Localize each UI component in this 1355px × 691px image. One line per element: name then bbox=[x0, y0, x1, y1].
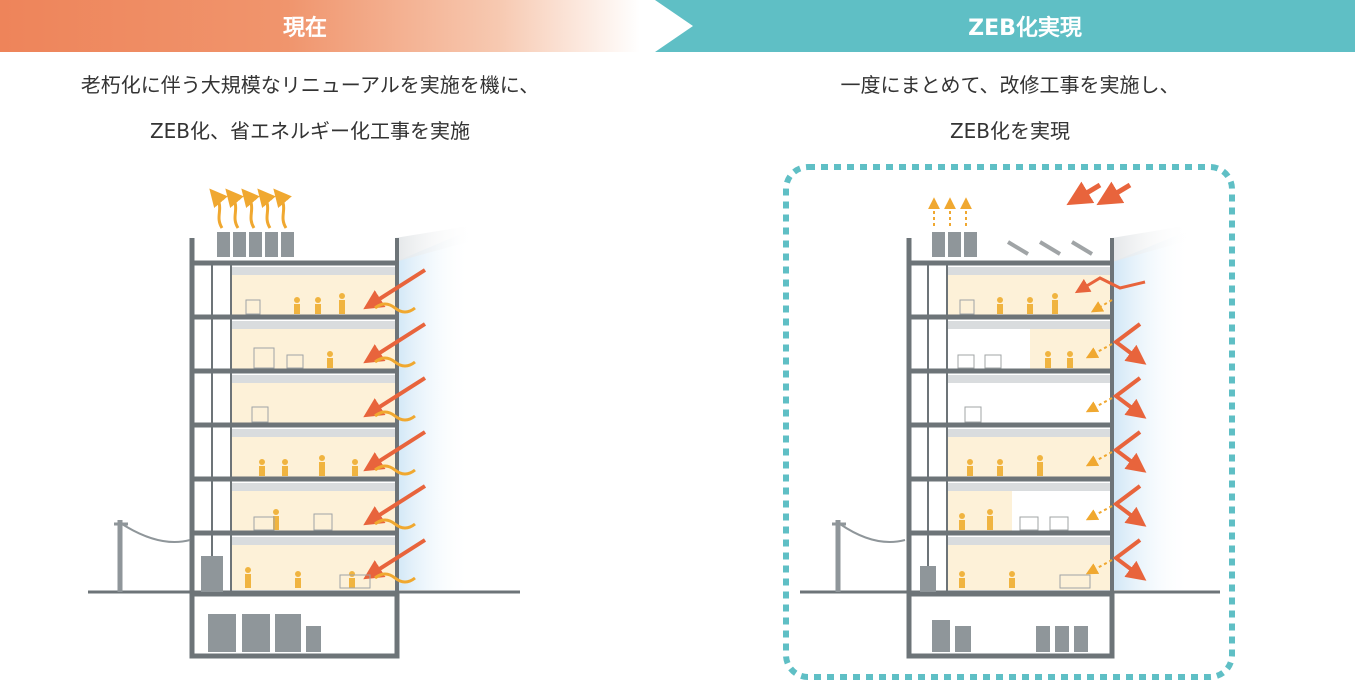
building-frame bbox=[906, 238, 1115, 659]
daylight-arrows bbox=[1085, 299, 1113, 575]
current-building bbox=[88, 188, 520, 659]
current-description-line1: 老朽化に伴う大規模なリニューアルを実施を機に、 bbox=[80, 73, 540, 97]
solar-heat-arrow-icon bbox=[1066, 181, 1132, 206]
rooftop-units bbox=[217, 232, 294, 257]
zeb-building bbox=[800, 181, 1220, 659]
occupant-icon bbox=[245, 293, 358, 588]
zeb-header-banner: ZEB化実現 bbox=[655, 0, 1355, 52]
occupant-icon bbox=[959, 293, 1073, 588]
current-description: 老朽化に伴う大規模なリニューアルを実施を機に、 ZEB化、省エネルギー化工事を実… bbox=[0, 62, 620, 154]
outdoor-unit bbox=[201, 556, 223, 592]
current-header-label: 現在 bbox=[282, 16, 327, 41]
zeb-highlight-frame bbox=[783, 164, 1235, 680]
zeb-header-label: ZEB化実現 bbox=[968, 16, 1082, 41]
desk-icons bbox=[957, 299, 1091, 589]
glass-facade bbox=[1112, 230, 1190, 590]
solar-panel-icon bbox=[1006, 240, 1094, 256]
outdoor-unit bbox=[920, 566, 936, 592]
exhaust-arrow-icon bbox=[928, 197, 972, 226]
zeb-description-line1: 一度にまとめて、改修工事を実施し、 bbox=[840, 73, 1180, 97]
glass-facade bbox=[395, 230, 470, 590]
desk-icons bbox=[245, 299, 371, 589]
utility-pole-icon bbox=[114, 520, 191, 592]
basement-units bbox=[208, 614, 321, 652]
zeb-description: 一度にまとめて、改修工事を実施し、 ZEB化を実現 bbox=[690, 62, 1330, 154]
building-frame bbox=[189, 238, 400, 659]
basement-units bbox=[932, 620, 1088, 652]
current-description-line2: ZEB化、省エネルギー化工事を実施 bbox=[149, 119, 471, 143]
zeb-description-line2: ZEB化を実現 bbox=[949, 119, 1071, 143]
current-header-banner: 現在 bbox=[0, 0, 640, 52]
solar-heat-arrow-icon bbox=[363, 268, 427, 580]
solar-heat-arrow-icon bbox=[1112, 322, 1147, 581]
heat-gain-waves bbox=[374, 302, 416, 584]
utility-pole-icon bbox=[832, 520, 906, 592]
exhaust-arrow-icon bbox=[209, 188, 292, 229]
rooftop-units bbox=[932, 232, 977, 257]
